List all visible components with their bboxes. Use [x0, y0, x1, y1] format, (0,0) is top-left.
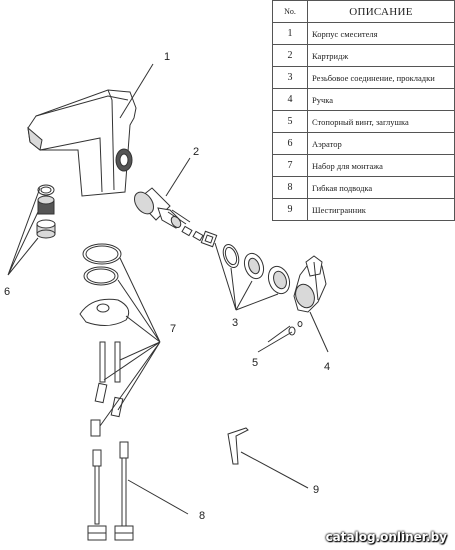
- row-description: Резьбовое соединение, прокладки: [307, 66, 455, 89]
- callout-2: 2: [193, 146, 199, 158]
- row-number: 1: [272, 22, 308, 45]
- row-number: 7: [272, 154, 308, 177]
- callout-1: 1: [164, 51, 170, 63]
- callout-6: 6: [4, 286, 10, 298]
- row-description: Картридж: [307, 44, 455, 67]
- row-description: Ручка: [307, 88, 455, 111]
- mounting-kit: [79, 243, 130, 437]
- threaded-connection-gaskets: [200, 230, 291, 295]
- row-description: Шестигранник: [307, 198, 455, 221]
- leader-lines: [7, 63, 329, 515]
- callout-4: 4: [324, 361, 330, 373]
- row-number: 5: [272, 110, 308, 133]
- header-description: ОПИСАНИЕ: [307, 0, 455, 23]
- handle: [293, 255, 327, 313]
- row-number: 2: [272, 44, 308, 67]
- flexible-hoses: [87, 441, 134, 541]
- row-description: Корпус смесителя: [307, 22, 455, 45]
- row-description: Набор для монтажа: [307, 154, 455, 177]
- row-description: Аэратор: [307, 132, 455, 155]
- aerator: [36, 184, 56, 239]
- header-number: No.: [272, 0, 308, 23]
- row-number: 9: [272, 198, 308, 221]
- set-screw-plug: [267, 321, 303, 343]
- watermark: catalog.onliner.by: [325, 530, 447, 544]
- callout-8: 8: [199, 510, 205, 522]
- faucet-body: [27, 89, 137, 197]
- row-number: 4: [272, 88, 308, 111]
- row-number: 3: [272, 66, 308, 89]
- hex-key: [227, 427, 249, 465]
- row-description: Стопорный винт, заглушка: [307, 110, 455, 133]
- row-number: 6: [272, 132, 308, 155]
- callout-7: 7: [170, 323, 176, 335]
- callout-5: 5: [252, 357, 258, 369]
- row-number: 8: [272, 176, 308, 199]
- callout-9: 9: [313, 484, 319, 496]
- callout-3: 3: [232, 317, 238, 329]
- cartridge: [133, 187, 204, 242]
- parts-table-header: No. ОПИСАНИЕ: [272, 0, 455, 23]
- row-description: Гибкая подводка: [307, 176, 455, 199]
